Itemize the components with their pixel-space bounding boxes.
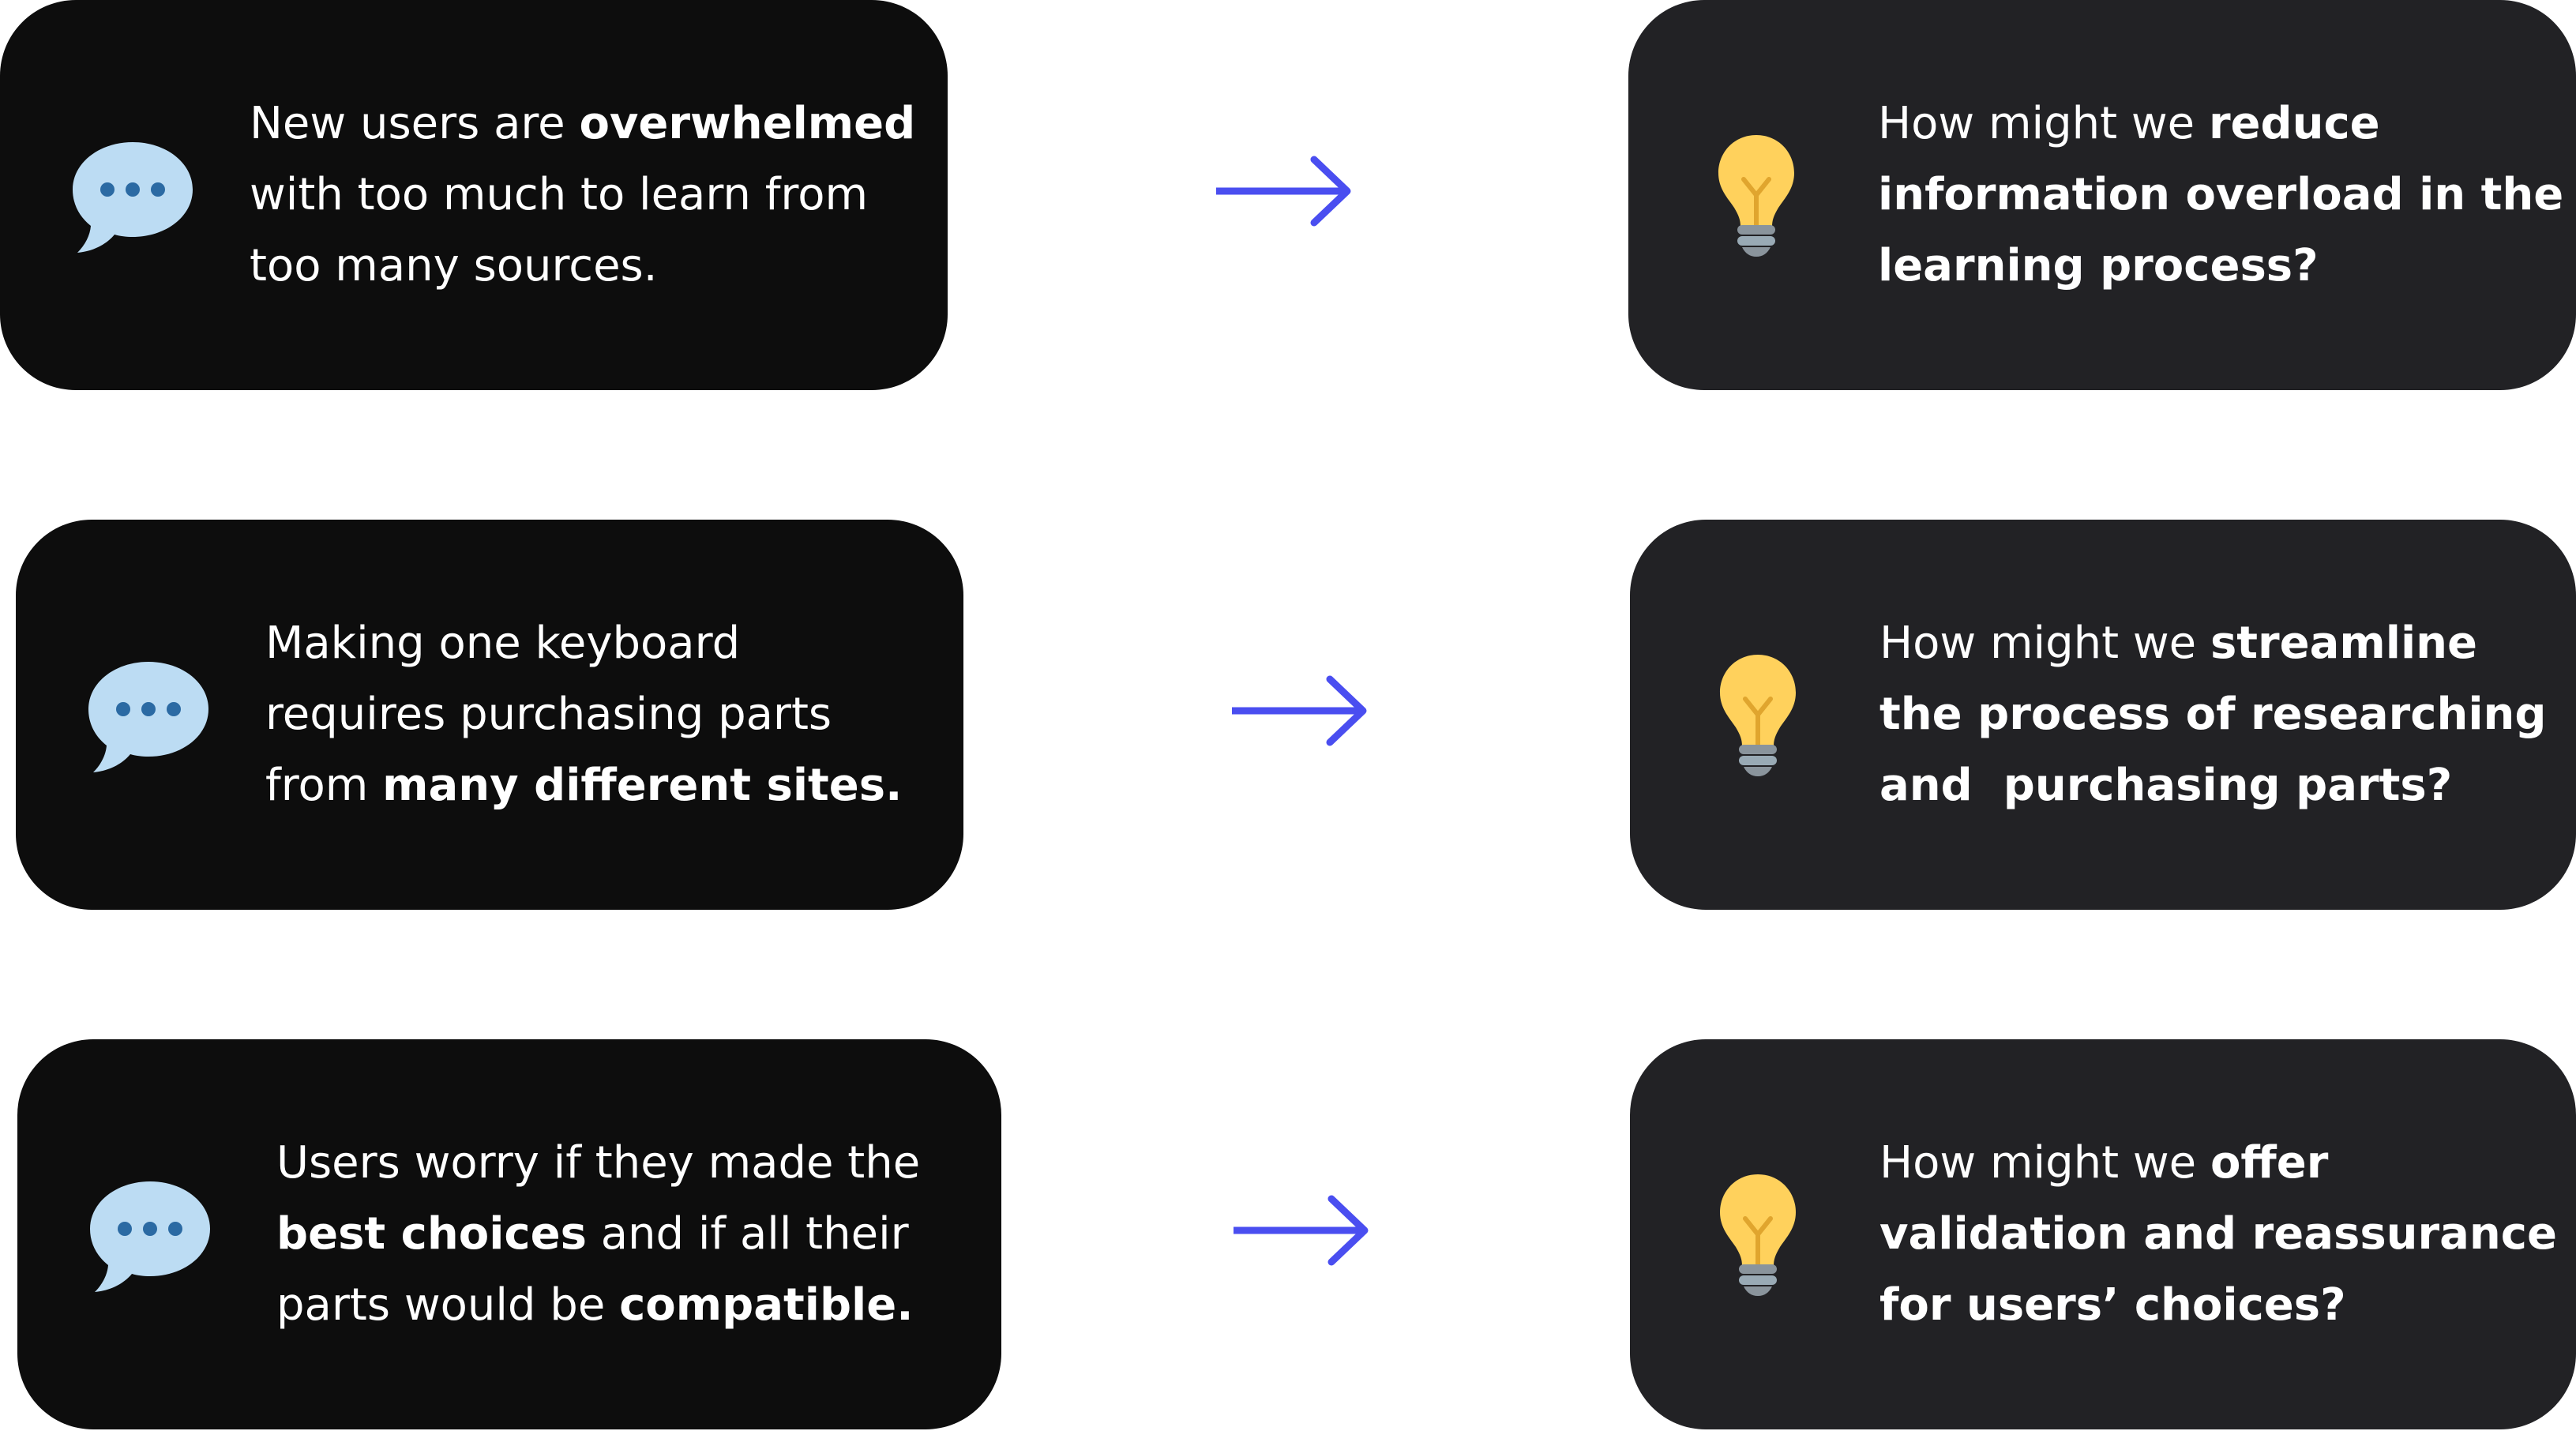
bold-text-segment: best choices [276,1208,587,1260]
bold-text-segment: streamline [2210,618,2478,669]
hmw-text: How might we streamline the process of re… [1879,608,2546,821]
bold-text-segment: validation and reassurance [1879,1208,2557,1260]
text-line: for users’ choices? [1879,1270,2557,1341]
text-line: Users worry if they made the [276,1128,920,1199]
hmw-card: How might we reduce information overload … [1628,0,2576,390]
problem-text: Making one keyboard requires purchasing p… [265,608,902,821]
text-segment: from [265,760,383,811]
bold-text-segment: learning process? [1878,240,2319,291]
arrow-right-icon [1234,1195,1369,1266]
text-segment: requires purchasing parts [265,689,832,740]
hmw-card: How might we offer validation and reassur… [1630,1039,2576,1429]
text-line: How might we streamline [1879,608,2546,679]
hmw-text: How might we offer validation and reassur… [1879,1128,2557,1341]
hmw-card: How might we streamline the process of re… [1630,520,2576,910]
text-segment: How might we [1878,98,2209,149]
text-segment: Making one keyboard [265,618,741,669]
lightbulb-icon [1718,135,1794,257]
speech-bubble-icon [73,142,193,253]
bold-text-segment: compatible. [619,1279,914,1331]
bold-text-segment: offer [2210,1137,2329,1189]
problem-card: Users worry if they made the best choices… [17,1039,1001,1429]
text-line: New users are overwhelmed [250,88,915,160]
text-segment: parts would be [276,1279,620,1331]
bold-text-segment: and purchasing parts? [1879,760,2453,811]
text-line: How might we reduce [1878,88,2563,160]
speech-bubble-icon [90,1181,210,1292]
text-line: the process of researching [1879,679,2546,750]
text-segment: Users worry if they made the [276,1137,921,1189]
problem-text: New users are overwhelmed with too much t… [250,88,915,302]
text-line: parts would be compatible. [276,1270,920,1341]
arrow-right-icon [1216,156,1351,227]
text-segment: New users are [250,98,580,149]
problem-card: Making one keyboard requires purchasing p… [16,520,963,910]
text-segment: and if all their [586,1208,909,1260]
bold-text-segment: many different sites. [382,760,903,811]
problem-text: Users worry if they made the best choices… [276,1128,920,1341]
text-segment: with too much to learn from [250,169,869,220]
bold-text-segment: overwhelmed [579,98,916,149]
text-line: How might we offer [1879,1128,2557,1199]
text-line: with too much to learn from [250,160,915,231]
bold-text-segment: for users’ choices? [1879,1279,2346,1331]
text-line: Making one keyboard [265,608,902,679]
problem-card: New users are overwhelmed with too much t… [0,0,948,390]
text-line: too many sources. [250,231,915,302]
text-line: validation and reassurance [1879,1199,2557,1270]
bold-text-segment: the process of researching [1879,689,2547,740]
lightbulb-icon [1720,655,1796,776]
text-line: requires purchasing parts [265,679,902,750]
text-line: information overload in the [1878,160,2563,231]
text-line: learning process? [1878,231,2563,302]
bold-text-segment: reduce [2208,98,2380,149]
text-segment: How might we [1879,618,2210,669]
lightbulb-icon [1720,1174,1796,1296]
bold-text-segment: information overload in the [1878,169,2564,220]
text-line: best choices and if all their [276,1199,920,1270]
text-segment: How might we [1879,1137,2210,1189]
text-line: and purchasing parts? [1879,750,2546,821]
arrow-right-icon [1232,675,1367,746]
speech-bubble-icon [88,662,208,772]
hmw-text: How might we reduce information overload … [1878,88,2563,302]
text-line: from many different sites. [265,750,902,821]
text-segment: too many sources. [250,240,658,291]
